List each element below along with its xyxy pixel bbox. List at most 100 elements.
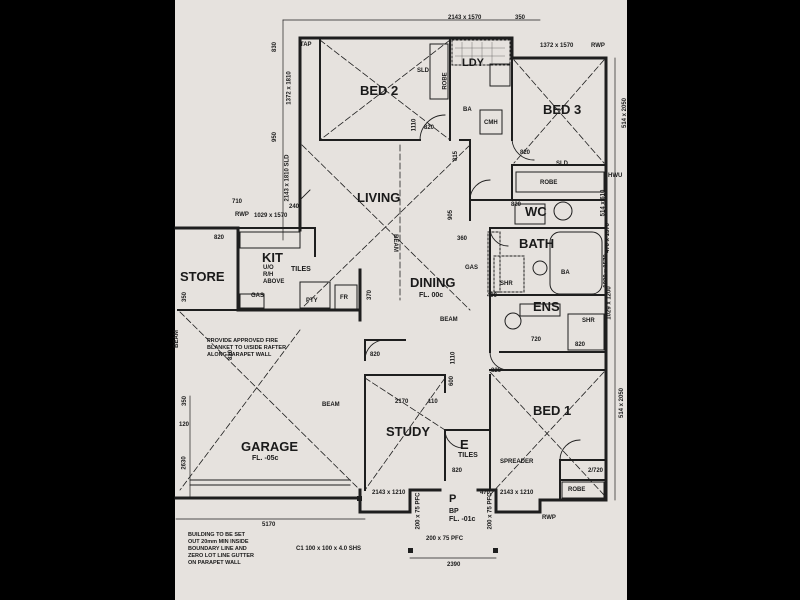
bath-ba-label: BA [561, 270, 570, 276]
dim-350-store: 350 [182, 291, 189, 303]
ens-shr-label: SHR [582, 318, 595, 324]
room-living: LIVING [357, 190, 401, 205]
porch-floor-level: FL. -01c [449, 516, 476, 523]
dim-porch-window-left: 2143 x 1210 [372, 490, 406, 496]
dim-porch-window-right: 2143 x 1210 [500, 490, 534, 496]
dim-905: 905 [448, 209, 455, 221]
dimension-lines [175, 19, 616, 559]
room-ens: ENS [533, 299, 560, 314]
room-store: STORE [180, 269, 225, 284]
dim-820-ens: 820 [575, 342, 586, 348]
dim-360: 360 [457, 236, 468, 242]
fire-blanket-note: PROVIDE APPROVED FIRE BLANKET TO U/SIDE … [207, 338, 287, 358]
dim-1110: 1110 [411, 118, 418, 132]
dim-514-2050: 514 x 2050 [622, 97, 629, 129]
room-porch: P [449, 493, 457, 505]
column-note: C1 100 x 100 x 4.0 SHS [296, 546, 362, 552]
dim-1110-study: 1110 [450, 351, 457, 365]
dim-240: 240 [289, 204, 300, 210]
dim-living-sld: 2143 x 1810 SLD [284, 154, 291, 202]
spreader-label: SPREADER [500, 459, 534, 465]
room-bed1: BED 1 [533, 403, 572, 418]
dim-top-350: 350 [515, 15, 526, 21]
pantry-label: PTY [306, 298, 318, 304]
dim-pfc-right: 200 x 75 PFC [487, 492, 494, 530]
robe-bed2 [429, 43, 449, 100]
dim-1029-1570: 1029 x 1570 [603, 254, 610, 288]
dim-bed2-left-window: 1372 x 1810 [286, 71, 293, 105]
column-markers [357, 496, 498, 553]
dim-514-610: 514 x 610 [600, 189, 607, 217]
kit-tiles-label: TILES [291, 266, 311, 273]
bath-shr-label: SHR [500, 281, 513, 287]
fridge-label: FR [340, 295, 348, 301]
garage-floor-level: FL. -05c [252, 455, 279, 462]
dim-2720: 2/720 [588, 468, 604, 474]
dim-950: 950 [272, 131, 279, 143]
dim-110: 110 [428, 399, 438, 405]
dim-826: 826 [491, 368, 502, 374]
dim-820-wc: 820 [511, 202, 522, 208]
room-wc: WC [525, 204, 547, 219]
dim-830-top: 830 [272, 41, 279, 53]
dim-2390: 2390 [447, 562, 461, 568]
dim-820-e: 820 [452, 468, 463, 474]
dim-2630: 2630 [181, 456, 188, 470]
dim-470-porch: 470 [480, 490, 491, 496]
dim-514-2050-right: 514 x 2050 [619, 387, 626, 419]
dim-120: 120 [179, 422, 190, 428]
sld-bed2-label: SLD [417, 68, 429, 74]
dim-820-hall: 820 [370, 352, 381, 358]
robe-bed3-label: ROBE [540, 180, 558, 186]
dim-pfc-left: 200 x 75 PFC [415, 492, 422, 530]
beam-garage-left-label: BEAM [173, 330, 180, 348]
beam-garage-label: BEAM [322, 402, 340, 408]
fixtures [239, 39, 605, 499]
room-bed3: BED 3 [543, 102, 582, 117]
dim-5170: 5170 [262, 522, 276, 528]
porch-bp: BP [449, 508, 459, 515]
beam-dining-label: BEAM [440, 317, 458, 323]
dim-kit-window: 1029 x 1570 [254, 213, 288, 219]
room-kit: KIT [262, 250, 283, 265]
dim-1029-1200: 1029 x 1200 [606, 286, 613, 320]
dim-490: 490 [487, 293, 498, 299]
dim-rwp-kit: RWP [235, 212, 249, 218]
room-ldy: LDY [462, 57, 484, 69]
room-bath: BATH [519, 236, 555, 251]
interior-walls [177, 37, 607, 501]
kit-gas-label: GAS [251, 293, 265, 299]
beam-living-label: BEAM [391, 234, 398, 252]
dim-pfc-bottom: 200 x 75 PFC [426, 536, 464, 542]
dim-600: 600 [449, 375, 456, 387]
dining-floor-level: FL. 00c [419, 292, 444, 299]
dim-720: 720 [531, 337, 542, 343]
dim-top-window-1: 2143 x 1570 [448, 15, 482, 21]
room-garage: GARAGE [241, 439, 299, 454]
dim-820-kit: 820 [214, 235, 225, 241]
dim-710: 710 [232, 199, 243, 205]
dim-350-garage: 350 [182, 395, 189, 407]
door-swings [299, 114, 581, 461]
dim-370: 370 [367, 289, 374, 301]
room-dining: DINING [410, 275, 456, 290]
dim-rwp-bed3: RWP [591, 43, 605, 49]
cmh-label: CMH [484, 120, 498, 126]
robe-bed2-label: ROBE [442, 72, 449, 90]
dim-bed3-window: 1372 x 1570 [540, 43, 574, 49]
room-study: STUDY [386, 424, 431, 439]
room-bed2: BED 2 [360, 83, 399, 98]
garage-door [189, 479, 351, 486]
boundary-note: BUILDING TO BE SET OUT 20mm MIN INSIDE B… [188, 532, 254, 566]
room-e: E [460, 437, 469, 452]
tap-label: TAP [300, 42, 312, 48]
dim-820-ldy: 820 [424, 125, 435, 131]
dim-470-1570: 470 x 1570 [605, 222, 612, 254]
sld-bed3-label: SLD [556, 161, 568, 167]
hwu-label: HWU [608, 173, 623, 179]
dim-815: 815 [453, 150, 460, 162]
dim-820-bed3: 820 [520, 150, 531, 156]
dim-rwp-bed1: RWP [542, 515, 556, 521]
rangehood-label: U/O R/H ABOVE [263, 265, 285, 286]
